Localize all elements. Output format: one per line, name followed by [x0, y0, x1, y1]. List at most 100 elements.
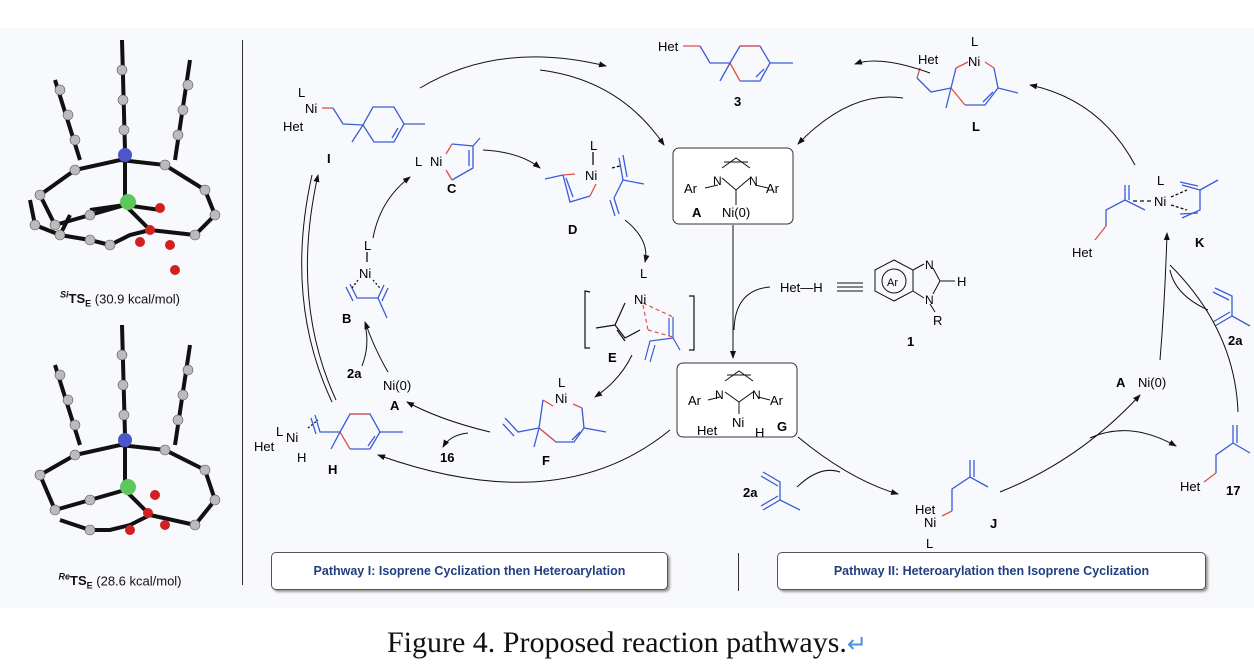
arrow-i-to-3: [419, 56, 607, 89]
atom-n: N: [752, 388, 761, 402]
intermediate-i-structure: [322, 106, 425, 143]
atom-het: Het: [254, 439, 275, 454]
atom-ni: Ni: [924, 515, 936, 530]
label-j: J: [990, 516, 997, 531]
arrow-2a-in: [361, 324, 368, 367]
intermediate-j-structure: [941, 460, 989, 517]
figure-caption: Figure 4. Proposed reaction pathways.↵: [0, 626, 1254, 660]
atom-l: L: [640, 266, 647, 281]
intermediate-d-structure: [544, 152, 645, 217]
atom-ni: Ni: [359, 266, 371, 281]
atom-n: N: [925, 258, 934, 272]
arrow-l-to-a: [797, 96, 904, 145]
label-a: A: [692, 205, 702, 220]
label-d: D: [568, 222, 577, 237]
arrow-to-a: [539, 69, 665, 146]
atom-n: N: [925, 293, 934, 307]
product-3-structure: [683, 45, 793, 82]
label-2a: 2a: [1228, 333, 1243, 348]
ts-si-superscript: Si: [59, 290, 69, 300]
arrow-h-to-i-2: [301, 174, 333, 403]
arrow-2a-in-k: [1169, 269, 1209, 311]
atom-ar: Ar: [684, 181, 698, 196]
arrow-hethh-in: [733, 286, 771, 331]
ts-re-energy: (28.6 kcal/mol): [96, 573, 182, 589]
atom-ni: Ni: [585, 168, 597, 183]
label-3: 3: [734, 94, 741, 109]
pathway-2-label: Pathway II: Heteroarylation then Isopren…: [777, 552, 1206, 590]
atom-het: Het: [1072, 245, 1093, 260]
arrow-a-to-b: [364, 321, 389, 373]
label-f: F: [542, 453, 550, 468]
pathway-1-label: Pathway I: Isoprene Cyclization then Het…: [271, 552, 668, 590]
label-2a: 2a: [347, 366, 362, 381]
intermediate-b-structure: [345, 252, 389, 319]
atom-l: L: [926, 536, 933, 551]
ni0-label: Ni(0): [1138, 375, 1166, 390]
atom-ni: Ni: [286, 430, 298, 445]
ts-si-3d-model: [28, 39, 221, 275]
intermediate-h-structure: [307, 413, 403, 450]
return-mark-icon: ↵: [846, 632, 867, 658]
atom-r: R: [933, 313, 942, 328]
atom-l: L: [298, 85, 305, 100]
label-2a: 2a: [743, 485, 758, 500]
atom-l: L: [276, 424, 283, 439]
ni0-label: Ni(0): [722, 205, 750, 220]
arrow-g-to-j: [797, 436, 899, 495]
label-c: C: [447, 181, 457, 196]
left-divider: [242, 40, 243, 585]
intermediate-k-structure: [1094, 179, 1219, 241]
ni0-label: Ni(0): [383, 378, 411, 393]
atom-ar: Ar: [766, 181, 780, 196]
reagent-1-structure: [874, 259, 955, 313]
ts-si-name: TS: [68, 291, 86, 307]
intermediate-c-structure: [445, 137, 481, 181]
atom-l: L: [1157, 173, 1164, 188]
label-a: A: [1116, 375, 1126, 390]
label-l: L: [972, 119, 980, 134]
arrow-b-to-c: [372, 176, 411, 239]
reagent-2a-structure: [1212, 287, 1251, 327]
atom-l: L: [364, 238, 371, 253]
atom-l: L: [415, 154, 422, 169]
atom-h: H: [957, 274, 966, 289]
ts-si-energy: (30.9 kcal/mol): [94, 291, 181, 307]
label-k: K: [1195, 235, 1205, 250]
arrow-k-to-l: [1029, 83, 1136, 166]
product-17-structure: [1203, 425, 1251, 483]
figure-panel: [0, 28, 1254, 608]
atom-ni: Ni: [555, 391, 567, 406]
label-i: I: [327, 151, 331, 166]
arrow-h-to-i-1: [306, 174, 337, 401]
arrow-l-to-3: [854, 58, 931, 74]
catalyst-a-box: [672, 147, 794, 225]
arrow-d-to-e: [624, 219, 650, 263]
label-g: G: [777, 419, 787, 434]
atom-ni: Ni: [732, 415, 744, 430]
ts-re-superscript: Re: [58, 572, 70, 582]
arrow-to-17: [1089, 430, 1177, 447]
arrow-2a-in-j: [796, 469, 841, 488]
atom-ar: Ar: [887, 277, 898, 289]
ts-si-label: SiTSE (30.9 kcal/mol): [0, 290, 240, 309]
atom-het: Het: [1180, 479, 1201, 494]
atom-het: Het: [915, 502, 936, 517]
atom-l: L: [558, 375, 565, 390]
atom-ar: Ar: [770, 393, 784, 408]
atom-ni: Ni: [968, 54, 980, 69]
ts-re-subscript: E: [86, 580, 93, 591]
atom-l: L: [590, 138, 597, 153]
atom-het: Het: [918, 52, 939, 67]
intermediate-l-structure: [916, 61, 1019, 109]
atom-l: L: [971, 34, 978, 49]
atom-ar: Ar: [688, 393, 702, 408]
atom-het: Het: [697, 423, 718, 438]
ts-re-name: TS: [70, 573, 87, 589]
arrow-a-to-k: [1159, 232, 1170, 361]
label-h: H: [328, 462, 337, 477]
label-a: A: [390, 398, 400, 413]
atom-ni: Ni: [634, 292, 646, 307]
pathway-divider: [738, 553, 739, 591]
